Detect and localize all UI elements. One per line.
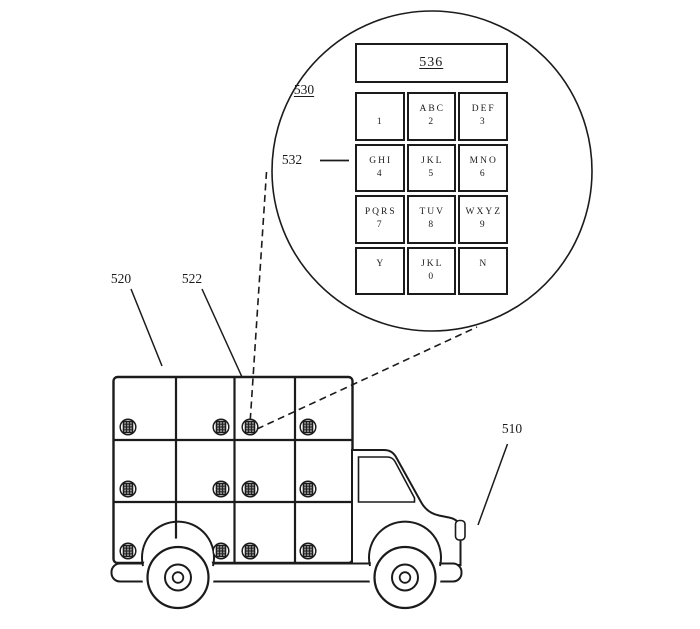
keypad-key-no: N bbox=[458, 246, 508, 295]
display-ref-number: 536 bbox=[419, 55, 444, 70]
keypad-key-8: TUV 8 bbox=[406, 195, 456, 244]
leader-line-510 bbox=[477, 443, 509, 526]
locker-keypad-icon bbox=[119, 480, 137, 498]
locker-keypad-icon bbox=[212, 542, 230, 560]
rear-wheel bbox=[141, 520, 215, 611]
ref-label-truck: 510 bbox=[501, 421, 523, 436]
dashed-line-left bbox=[249, 171, 268, 425]
locker-keypad-icon bbox=[299, 542, 317, 560]
leader-line-520 bbox=[130, 288, 163, 367]
keypad-key-4: GHI 4 bbox=[355, 143, 405, 192]
keypad-key-9: WXYZ 9 bbox=[458, 195, 508, 244]
magnifier-dashed-lines bbox=[249, 171, 478, 430]
headlight bbox=[454, 519, 466, 541]
ref-label-keypad: 530 bbox=[293, 82, 315, 97]
keypad-key-3: DEF 3 bbox=[458, 92, 508, 141]
locker-keypad-icon bbox=[119, 542, 137, 560]
locker-keypad-icon bbox=[241, 542, 259, 560]
ref-label-locker: 522 bbox=[181, 271, 203, 286]
locker-keypad-icon bbox=[299, 418, 317, 436]
locker-grid-lines bbox=[114, 378, 352, 562]
locker-keypad-icon bbox=[241, 480, 259, 498]
keypad-key-7: PQRS 7 bbox=[355, 195, 405, 244]
front-wheel bbox=[368, 520, 442, 611]
keypad-key-grid: 1 ABC 2 DEF 3 GHI 4 JKL 5 MNO 6 PQRS 7 T… bbox=[355, 92, 508, 295]
ref-label-locker-bank: 520 bbox=[110, 271, 132, 286]
leader-line-522 bbox=[201, 288, 243, 378]
keypad-key-yes: Y bbox=[355, 246, 405, 295]
locker-keypad-icon bbox=[212, 480, 230, 498]
dashed-line-right bbox=[256, 326, 478, 430]
delivery-truck bbox=[110, 375, 466, 611]
locker-keypad-icon bbox=[119, 418, 137, 436]
keypad-key-0: JKL 0 bbox=[406, 246, 456, 295]
leader-lines bbox=[130, 159, 509, 526]
locker-keypad-icon bbox=[241, 418, 259, 436]
ref-label-key: 532 bbox=[281, 152, 303, 167]
keypad-display: 536 bbox=[355, 43, 508, 83]
cab-window bbox=[357, 456, 416, 503]
keypad-key-6: MNO 6 bbox=[458, 143, 508, 192]
keypad-key-2: ABC 2 bbox=[406, 92, 456, 141]
locker-keypad-icon bbox=[212, 418, 230, 436]
keypad-key-1: 1 bbox=[355, 92, 405, 141]
keypad-key-5: JKL 5 bbox=[406, 143, 456, 192]
locker-keypad-icon bbox=[299, 480, 317, 498]
